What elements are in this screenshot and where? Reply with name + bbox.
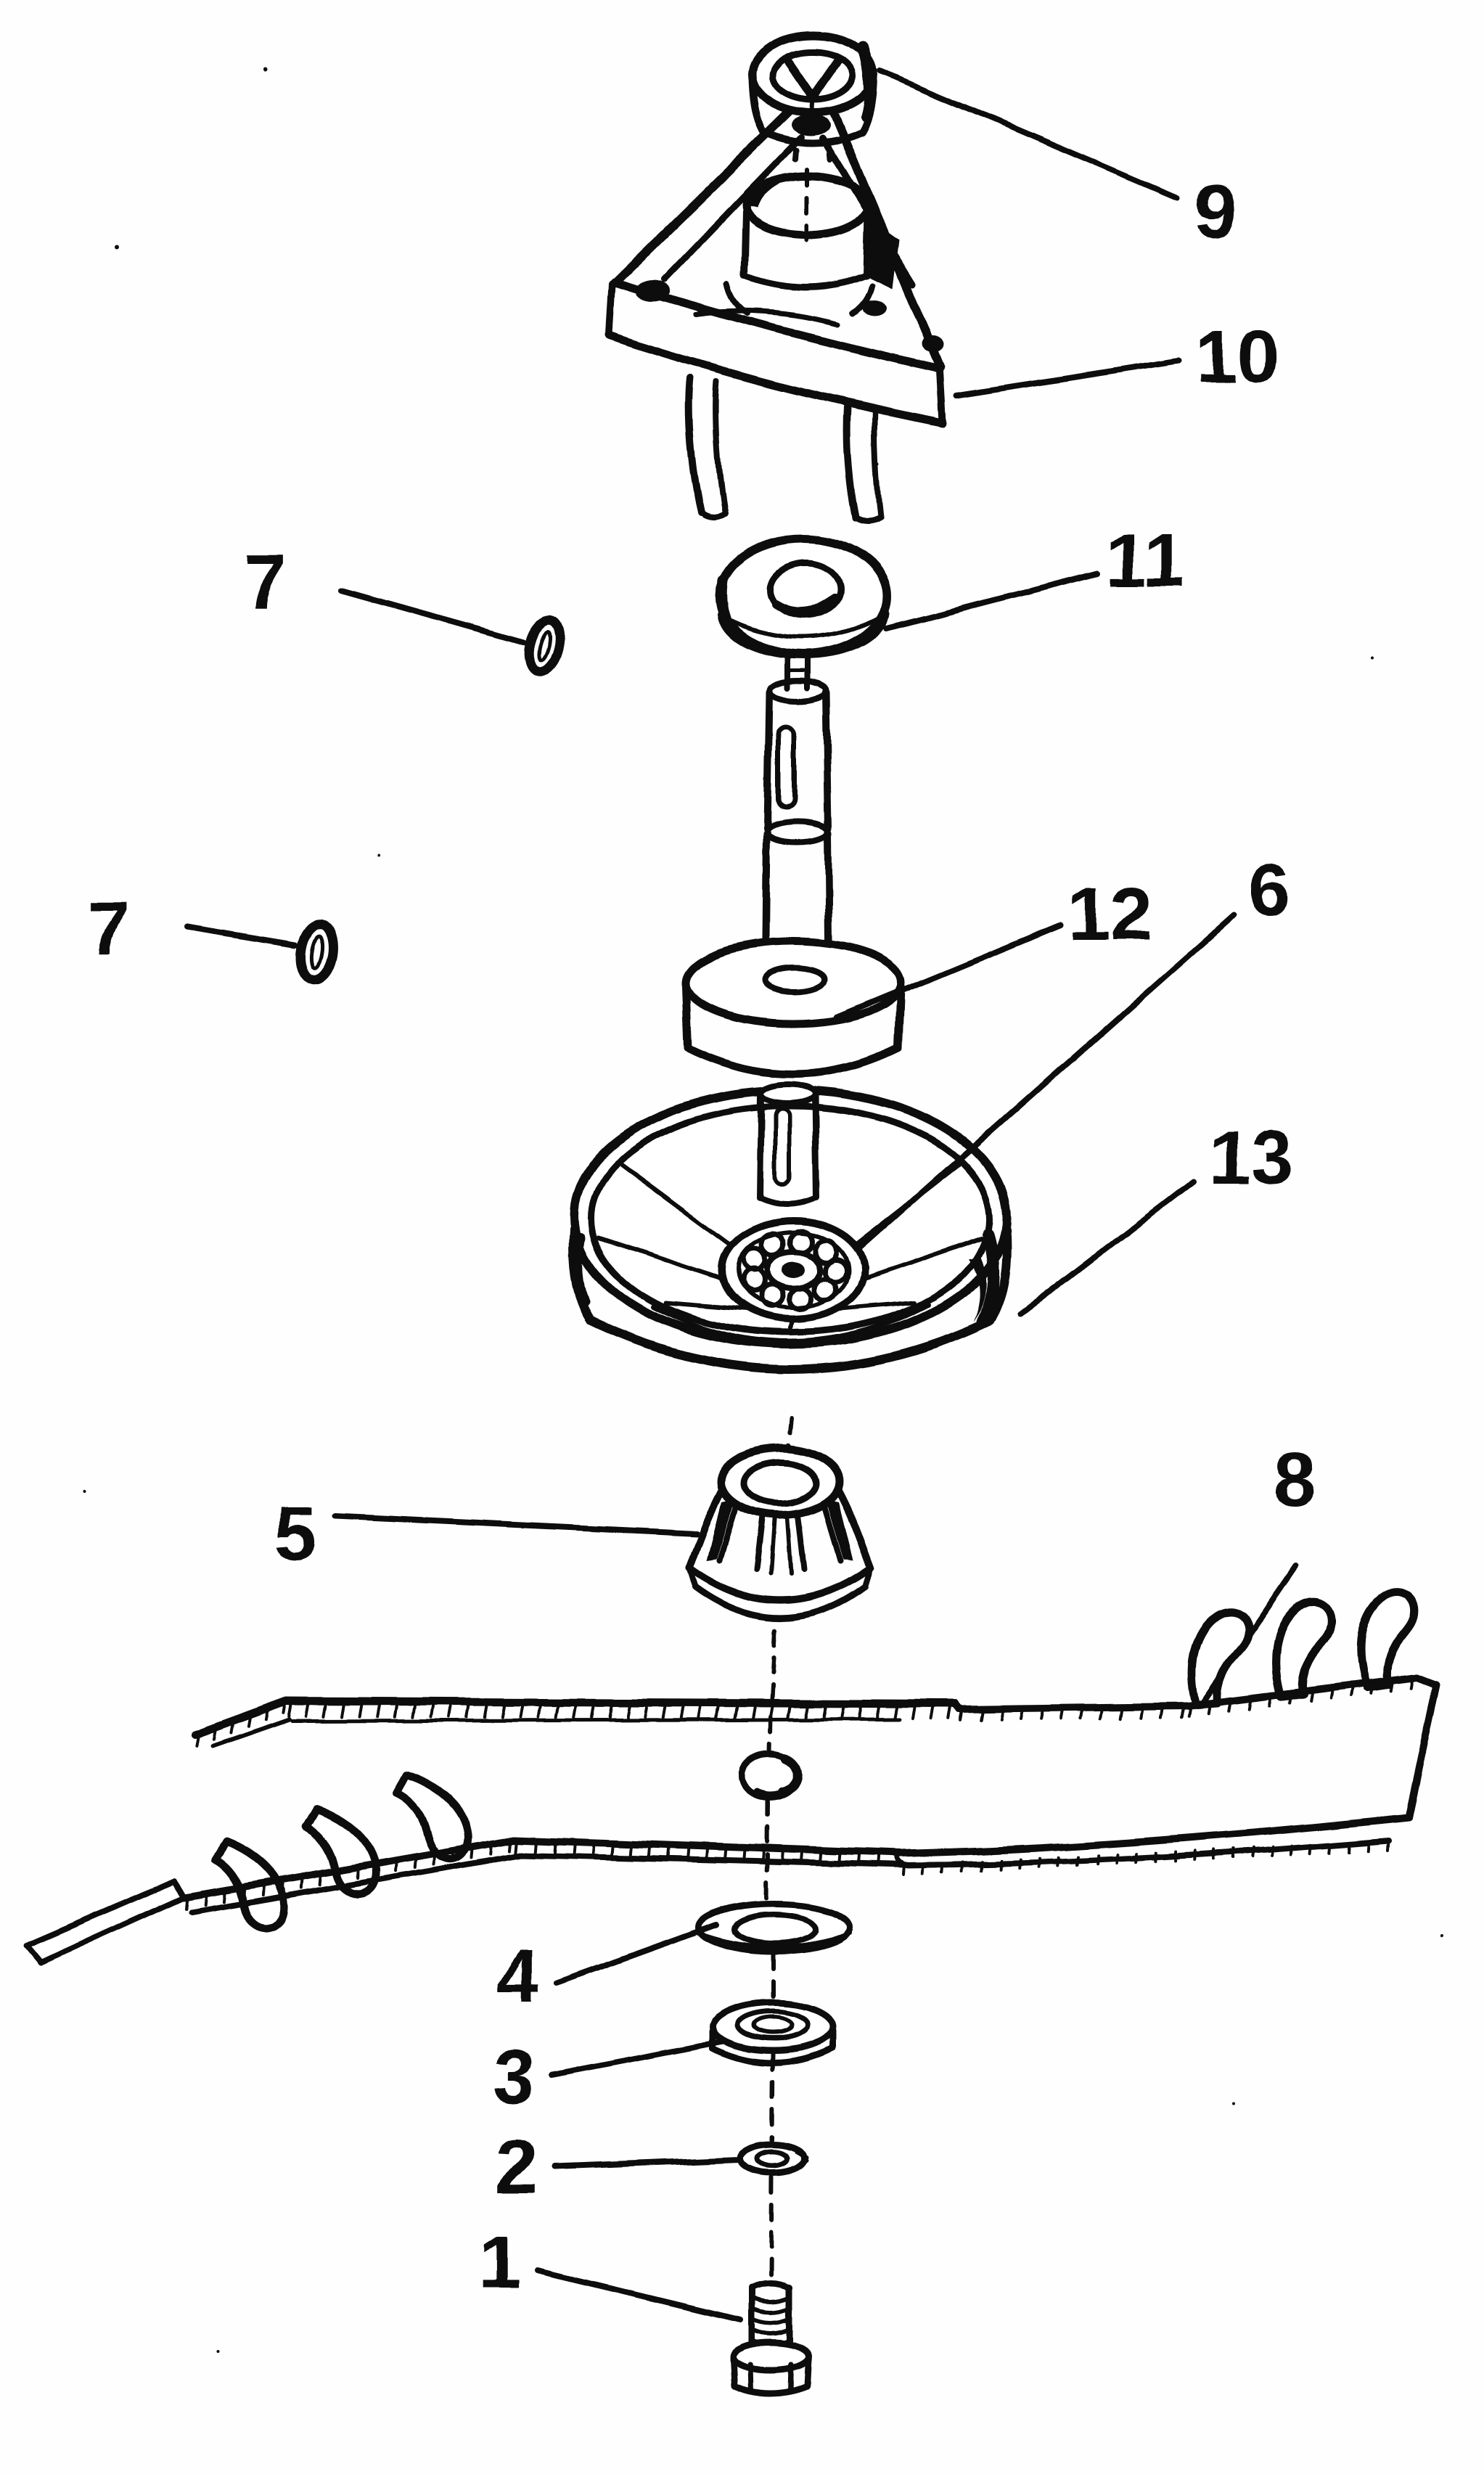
flat-washer-part [695,1900,853,1955]
leader-line [549,2038,727,2077]
leader-line [1198,1563,1299,1708]
leader-line [858,913,1237,1250]
callout-7: 7 [244,540,527,644]
callout-label: 7 [88,887,130,971]
callout-5: 5 [275,1492,700,1576]
callout-3: 3 [493,2035,727,2119]
callout-2: 2 [496,2124,742,2208]
callout-label: 10 [1195,315,1279,399]
blade-adapter-part [686,1444,874,1621]
callout-label: 8 [1274,1438,1316,1523]
callout-label: 1 [478,2220,520,2304]
blade-edge-hatching [184,1677,1415,1910]
mower-blade-part [23,1589,1440,1965]
spindle-pulley-part [569,1086,1012,1373]
callout-label: 13 [1209,1115,1293,1200]
callout-10: 10 [954,315,1279,399]
callout-label: 9 [1194,170,1237,254]
callout-6: 6 [858,848,1290,1250]
callout-label: 6 [1247,848,1290,933]
leader-line [954,358,1182,398]
callout-11: 11 [884,518,1185,631]
callout-13: 13 [1017,1115,1293,1318]
callout-9: 9 [877,68,1237,254]
callout-12: 12 [833,872,1152,1020]
ball-bearing-part [718,1217,868,1323]
leader-line [338,587,527,644]
spindle-cap-part [747,31,878,163]
center-axis [765,168,809,2281]
woodruff-key-upper-part [524,615,565,676]
callout-label: 5 [275,1492,317,1576]
leader-line [554,1922,720,1986]
leader-line [833,922,1064,1020]
lock-washer-part [736,2140,809,2177]
leader-line [184,924,298,948]
woodruff-key-lower-part [296,920,338,985]
spindle-housing-part [604,105,947,525]
callout-1: 1 [478,2220,743,2322]
spindle-shaft-tip [756,1081,820,1207]
leader-line [877,68,1180,200]
bearing-collar-part [716,534,891,660]
callout-7: 7 [88,887,298,971]
leader-line [884,570,1100,631]
callout-label: 4 [497,1935,539,2019]
callout-label: 7 [244,540,286,624]
flanged-washer-part [710,1999,836,2066]
paper-speckles [82,67,1442,2353]
leader-line [552,2157,742,2170]
callout-layer: 9 10 11 7 12 6 13 7 5 8 4 32 1 [88,68,1316,2322]
leader-line [534,2267,743,2322]
leader-line [332,1512,700,1536]
callout-label: 11 [1105,518,1185,602]
hex-bolt-part [729,2280,812,2397]
leader-line [1017,1179,1197,1318]
callout-4: 4 [497,1922,720,2019]
callout-label: 2 [496,2124,538,2208]
callout-8: 8 [1198,1438,1316,1708]
callout-label: 3 [493,2035,535,2119]
spindle-shaft-part [762,652,833,976]
callout-label: 12 [1068,872,1152,957]
shaft-spacer-part [681,937,905,1078]
